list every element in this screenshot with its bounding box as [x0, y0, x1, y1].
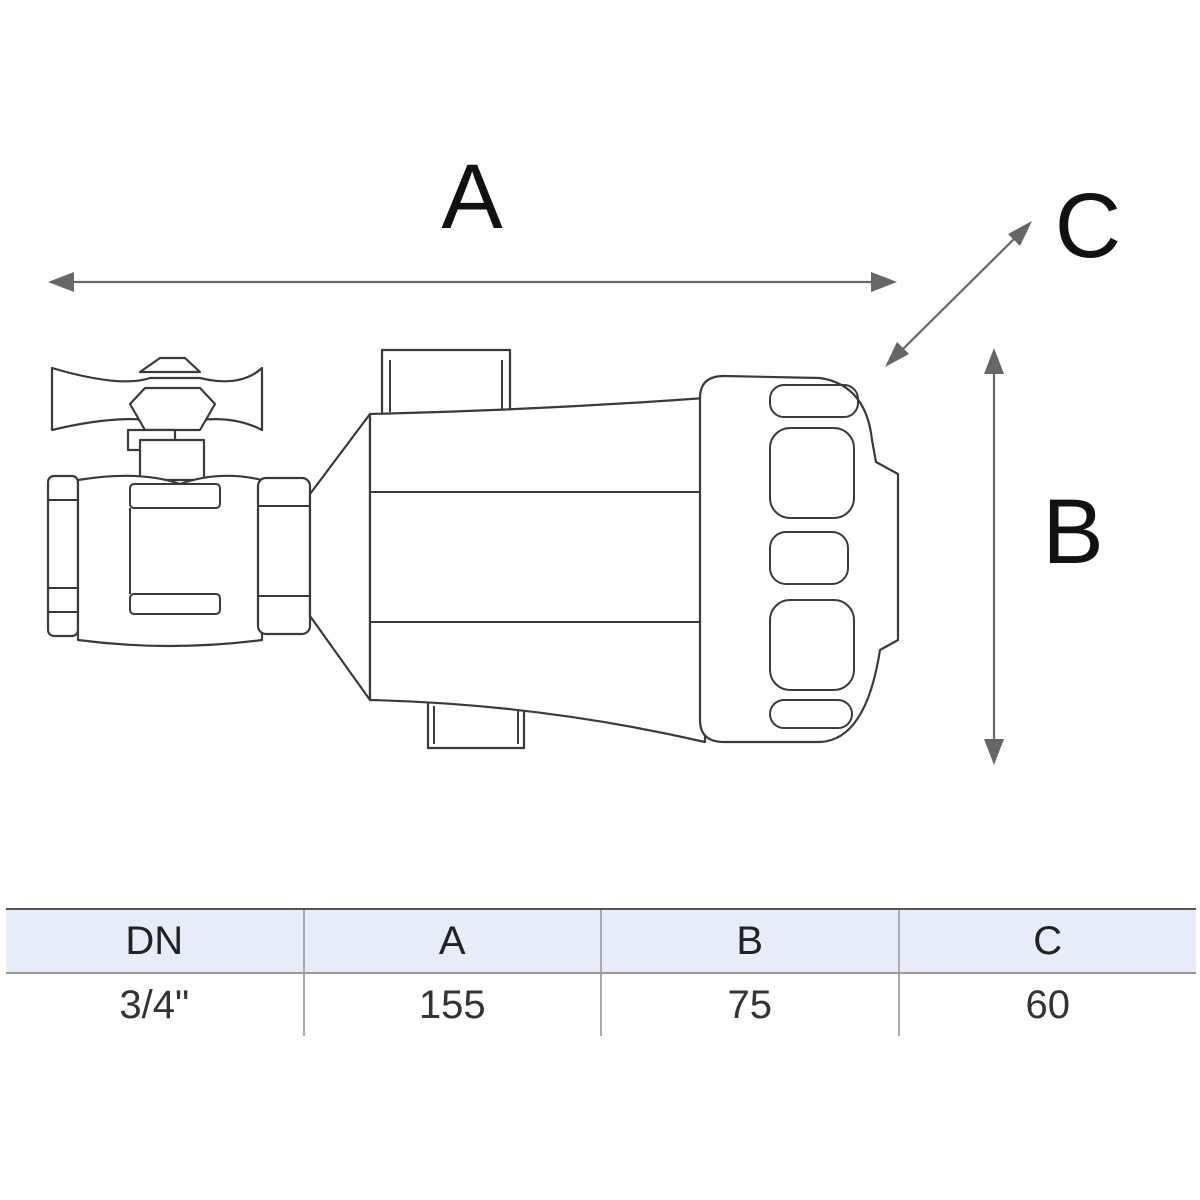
top-port [380, 348, 512, 417]
dimension-b: B [984, 348, 1104, 765]
table-header-c: C [897, 908, 1196, 974]
table-header-b: B [600, 908, 899, 974]
dimension-label-a: A [441, 146, 503, 248]
table-row: 3/4" 155 75 60 [6, 973, 1196, 1036]
table-cell-c: 60 [897, 973, 1196, 1036]
valve-body [76, 474, 264, 648]
table-cell-a: 155 [302, 973, 601, 1036]
filter-end-cap [698, 374, 900, 744]
dimension-label-c: C [1055, 175, 1121, 277]
filter-cylinder [368, 396, 707, 744]
table-cell-b: 75 [600, 973, 899, 1036]
table-cell-dn: 3/4" [119, 982, 190, 1027]
dimensions-table: DN A B C 3/4" 155 75 60 [6, 908, 1196, 1036]
valve-right-nut [256, 476, 312, 636]
technical-drawing: A C B [46, 146, 1121, 765]
table-header-row: DN A B C [6, 908, 1196, 974]
ball-valve [46, 356, 312, 648]
dimension-a: A [48, 146, 897, 292]
dimension-c: C [885, 175, 1121, 367]
dimension-label-b: B [1042, 481, 1103, 583]
filter-body [308, 348, 900, 750]
table-header-dn: DN [6, 908, 304, 974]
table-header-a: A [302, 908, 601, 974]
